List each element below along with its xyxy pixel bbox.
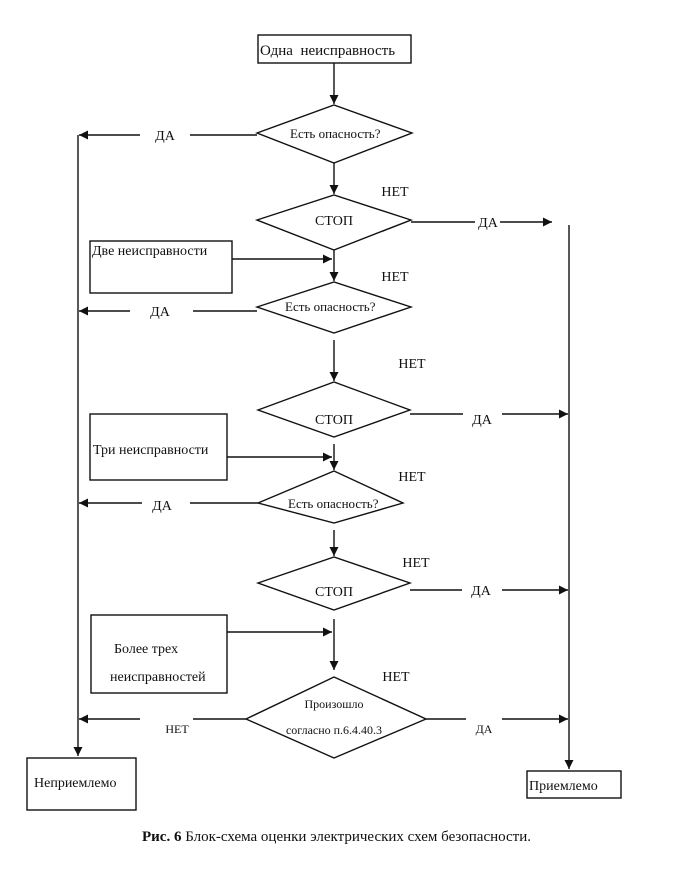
stop3-yes-label: ДА [471, 584, 492, 599]
two-faults-box [89, 240, 233, 294]
occurred-label-2: согласно п.6.4.40.3 [286, 723, 382, 737]
figure-caption: Рис. 6 Блок-схема оценки электрических с… [0, 829, 673, 846]
hazard2-diamond [254, 281, 414, 334]
stop2-no-label: НЕТ [398, 357, 426, 372]
stop1-yes-label: ДА [478, 216, 499, 231]
hazard3-diamond [255, 470, 405, 524]
unacceptable-box [26, 757, 137, 811]
unacceptable-label: Неприемлемо [34, 776, 116, 791]
hazard1-label: Есть опасность? [290, 126, 381, 141]
hazard3-yes-label: ДА [152, 499, 173, 514]
hazard2-label: Есть опасность? [285, 299, 376, 314]
stop2-label: СТОП [315, 413, 353, 428]
acceptable-box [526, 770, 622, 799]
stop1-label: СТОП [315, 214, 353, 229]
more-faults-box [90, 614, 228, 694]
stop2-yes-label: ДА [472, 413, 493, 428]
stop2-diamond [255, 381, 413, 438]
occurred-no-label: НЕТ [165, 722, 189, 736]
hazard3-label: Есть опасность? [288, 496, 379, 511]
three-faults-box [89, 413, 228, 481]
hazard1-yes-label: ДА [155, 129, 176, 144]
stop3-label: СТОП [315, 585, 353, 600]
occurred-upper-no-label: НЕТ [382, 670, 410, 685]
caption-prefix: Рис. 6 [141, 829, 182, 845]
stop1-diamond [254, 194, 414, 251]
caption-text: Блок-схема оценки электрических схем без… [181, 829, 532, 845]
more-faults-label-2: неисправностей [110, 670, 206, 685]
two-faults-label: Две неисправности [92, 244, 208, 259]
occurred-yes-label: ДА [476, 722, 493, 736]
start-label: Одна неисправность [260, 43, 395, 59]
more-faults-label-1: Более трех [114, 642, 178, 657]
start-box [257, 34, 412, 64]
occurred-diamond [244, 676, 428, 759]
hazard1-diamond [255, 104, 415, 164]
hazard3-no-label: НЕТ [398, 470, 426, 485]
hazard2-no-label: НЕТ [381, 270, 409, 285]
occurred-label-1: Произошло [305, 697, 364, 711]
stop3-diamond [255, 556, 413, 611]
stop3-no-label: НЕТ [402, 556, 430, 571]
hazard2-yes-label: ДА [150, 305, 171, 320]
acceptable-label: Приемлемо [529, 779, 598, 794]
stop1-no-label: НЕТ [381, 185, 409, 200]
three-faults-label: Три неисправности [93, 443, 209, 458]
